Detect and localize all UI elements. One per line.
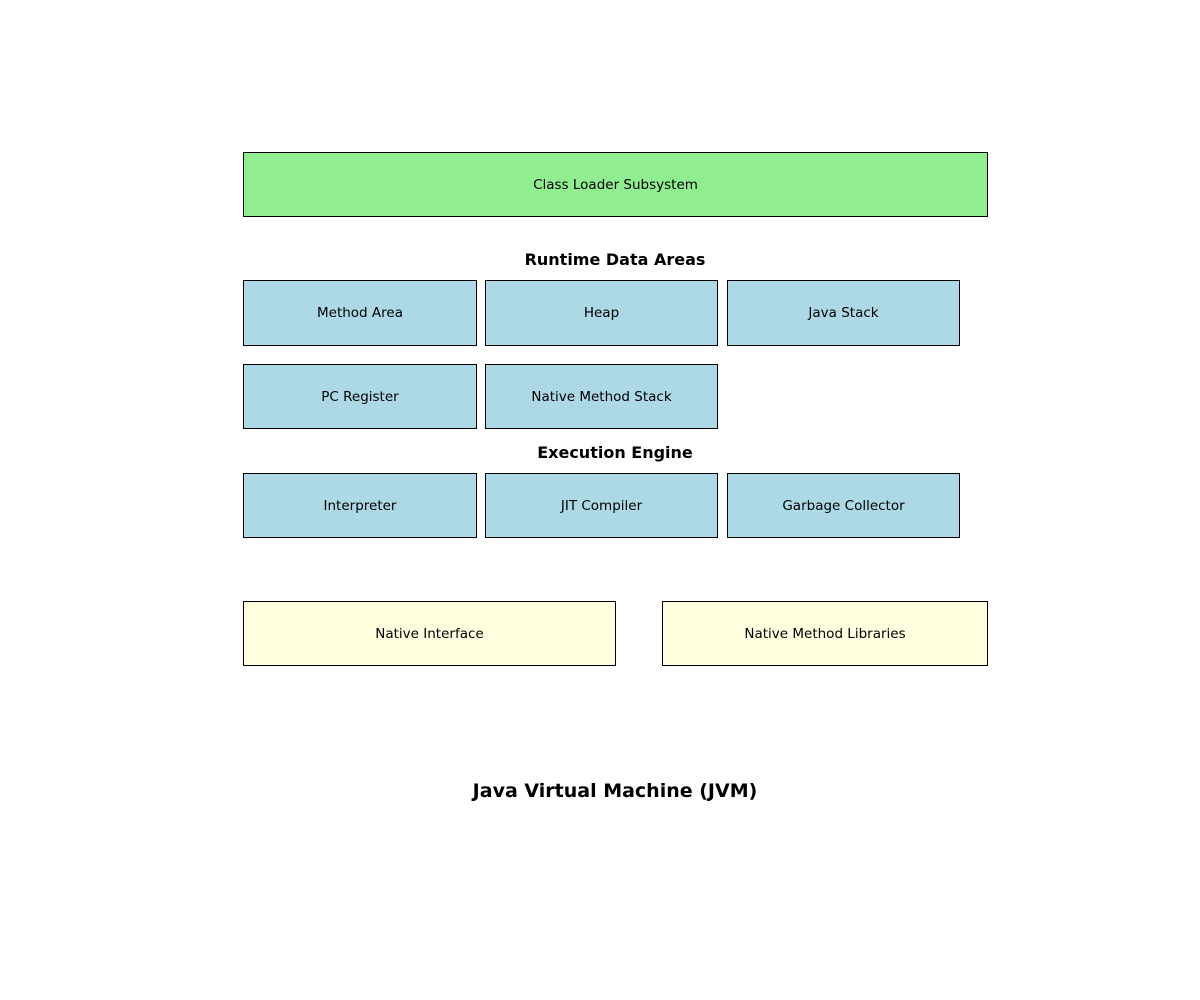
runtime-data-areas-title: Runtime Data Areas	[524, 250, 706, 269]
jit-compiler-label: JIT Compiler	[560, 497, 643, 514]
method-area-box: Method Area	[243, 280, 477, 346]
native-interface-label: Native Interface	[375, 625, 484, 642]
garbage-collector-label: Garbage Collector	[782, 497, 905, 514]
heap-box: Heap	[485, 280, 718, 346]
native-method-stack-box: Native Method Stack	[485, 364, 718, 429]
java-stack-label: Java Stack	[808, 305, 879, 321]
method-area-label: Method Area	[317, 305, 403, 321]
native-method-libraries-box: Native Method Libraries	[662, 601, 988, 666]
interpreter-label: Interpreter	[323, 497, 397, 514]
class-loader-subsystem-box: Class Loader Subsystem	[243, 152, 988, 217]
native-method-libraries-label: Native Method Libraries	[744, 625, 906, 642]
pc-register-box: PC Register	[243, 364, 477, 429]
diagram-title: Java Virtual Machine (JVM)	[472, 780, 758, 802]
java-stack-box: Java Stack	[727, 280, 960, 346]
heap-label: Heap	[583, 305, 620, 321]
native-method-stack-label: Native Method Stack	[531, 388, 672, 405]
garbage-collector-box: Garbage Collector	[727, 473, 960, 538]
native-interface-box: Native Interface	[243, 601, 616, 666]
execution-engine-title: Execution Engine	[537, 443, 693, 462]
pc-register-label: PC Register	[321, 388, 399, 405]
jit-compiler-box: JIT Compiler	[485, 473, 718, 538]
class-loader-subsystem-label: Class Loader Subsystem	[533, 176, 698, 193]
interpreter-box: Interpreter	[243, 473, 477, 538]
